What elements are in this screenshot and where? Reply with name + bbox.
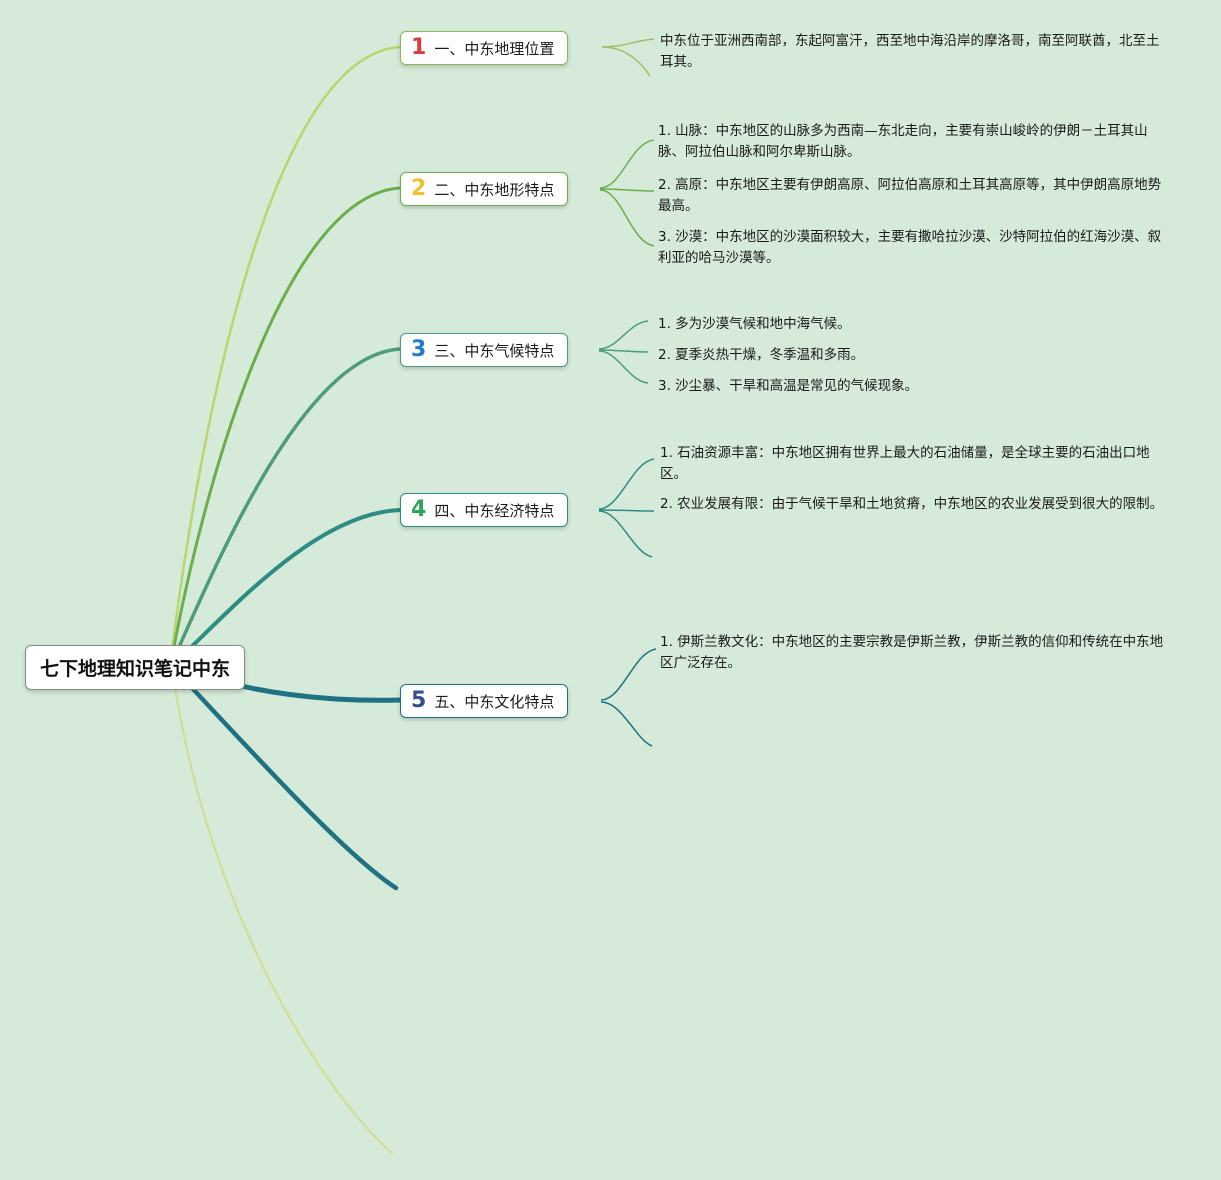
branch-curve-2	[171, 186, 402, 654]
branch-label-5: 五、中东文化特点	[434, 692, 555, 711]
leaf-connector-1-1	[601, 38, 655, 48]
branch-node-geography-location[interactable]: 1 一、中东地理位置	[400, 31, 569, 65]
branch-curve-extra-light	[171, 667, 393, 1154]
branch-node-terrain-features[interactable]: 2 二、中东地形特点	[400, 172, 569, 206]
branch-curve-1	[170, 45, 402, 652]
leaf-connector-3-2	[598, 349, 649, 353]
leaf-text: 中东位于亚洲西南部，东起阿富汗，西至地中海沿岸的摩洛哥，南至阿联酋，北至土耳其。	[660, 33, 1160, 70]
leaf-text: 2. 农业发展有限：由于气候干旱和土地贫瘠，中东地区的农业发展受到很大的限制。	[660, 496, 1164, 512]
branch-curve-3	[173, 347, 402, 658]
branch-label-2: 二、中东地形特点	[434, 180, 555, 199]
branch-number-4: 4	[411, 497, 427, 522]
leaf-text: 1. 山脉：中东地区的山脉多为西南—东北走向，主要有崇山峻岭的伊朗－土耳其山脉、…	[658, 123, 1148, 160]
leaf-text: 3. 沙漠：中东地区的沙漠面积较大，主要有撒哈拉沙漠、沙特阿拉伯的红海沙漠、叙利…	[658, 229, 1162, 266]
branch-label-4: 四、中东经济特点	[434, 501, 555, 520]
branch-number-5: 5	[411, 688, 427, 713]
root-label: 七下地理知识笔记中东	[40, 658, 231, 680]
leaf-text: 2. 夏季炎热干燥，冬季温和多雨。	[658, 347, 865, 363]
leaf-connector-5-1	[600, 648, 657, 701]
branch-node-culture-features[interactable]: 5 五、中东文化特点	[400, 684, 569, 718]
leaf-text: 1. 石油资源丰富：中东地区拥有世界上最大的石油储量，是全球主要的石油出口地区。	[660, 445, 1150, 482]
leaf-text: 3. 沙尘暴、干旱和高温是常见的气候现象。	[658, 378, 919, 394]
leaf-text: 1. 伊斯兰教文化：中东地区的主要宗教是伊斯兰教，伊斯兰教的信仰和传统在中东地区…	[660, 634, 1164, 671]
branch-node-climate-features[interactable]: 3 三、中东气候特点	[400, 333, 569, 367]
leaf-text: 1. 多为沙漠气候和地中海气候。	[658, 316, 851, 332]
leaf-connector-5-2	[600, 701, 653, 747]
leaf-connector-4-2	[598, 509, 655, 512]
leaf-connector-1-2	[601, 46, 651, 77]
leaf-connector-3-3	[598, 350, 649, 384]
branch-node-economy-features[interactable]: 4 四、中东经济特点	[400, 493, 569, 527]
leaf-connector-4-3	[598, 510, 653, 558]
leaf-text: 2. 高原：中东地区主要有伊朗高原、阿拉伯高原和土耳其高原等，其中伊朗高原地势最…	[658, 177, 1162, 214]
branch-number-2: 2	[411, 176, 427, 201]
branch-label-1: 一、中东地理位置	[434, 39, 555, 58]
branch-label-3: 三、中东气候特点	[434, 341, 555, 360]
root-node[interactable]: 七下地理知识笔记中东	[25, 645, 246, 690]
branch-curve-4	[175, 508, 402, 663]
leaf-connector-2-1	[599, 139, 655, 189]
leaf-connector-4-1	[598, 458, 655, 510]
leaf-connector-2-3	[599, 189, 655, 247]
branch-curve-extra-dark	[175, 670, 399, 891]
leaf-connector-2-2	[599, 188, 655, 192]
branch-number-1: 1	[411, 35, 427, 60]
leaf-connector-3-1	[598, 320, 649, 350]
branch-number-3: 3	[411, 337, 427, 362]
